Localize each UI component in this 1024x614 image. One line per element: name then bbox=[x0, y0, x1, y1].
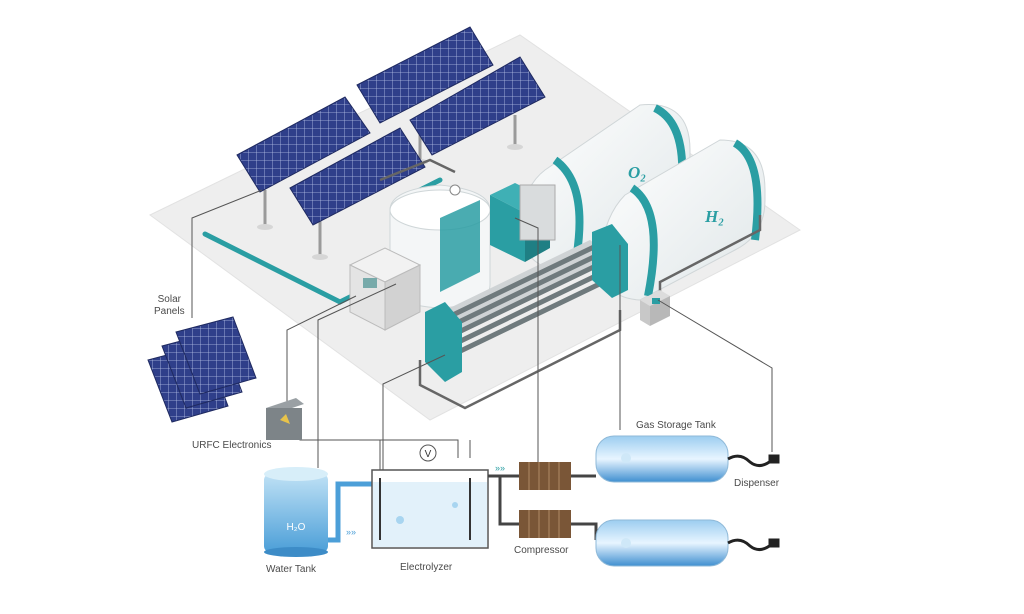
solar-panel bbox=[356, 26, 494, 124]
callout-lines bbox=[191, 189, 773, 480]
water-tank-formula: H₂O bbox=[287, 522, 306, 533]
compressor-top bbox=[519, 462, 571, 490]
label-urfc-electronics: URFC Electronics bbox=[192, 440, 272, 451]
voltmeter-symbol: V bbox=[425, 449, 432, 460]
h2-tank-label: H₂ bbox=[704, 207, 724, 226]
solar-panel bbox=[409, 56, 546, 156]
label-dispenser: Dispenser bbox=[734, 478, 780, 489]
solar-panel bbox=[236, 96, 371, 193]
compressor-bottom bbox=[519, 510, 571, 538]
gas-storage-tank-bottom bbox=[595, 519, 729, 567]
solar-panel bbox=[289, 127, 426, 226]
solar-array bbox=[236, 26, 546, 260]
voltmeter: V bbox=[419, 444, 437, 462]
dispenser-plug-top bbox=[727, 454, 780, 467]
water-pipe bbox=[328, 481, 372, 543]
label-water-tank: Water Tank bbox=[266, 564, 317, 575]
dispenser-plug-bottom bbox=[727, 538, 780, 551]
h2-tank: H₂ bbox=[599, 139, 766, 301]
svg-text:»»: »» bbox=[346, 527, 356, 537]
solar-panels-stack bbox=[147, 316, 257, 423]
label-solar-panels: Solar Panels bbox=[154, 294, 185, 317]
o2-tank-label: O₂ bbox=[628, 163, 646, 182]
water-tank: H₂O bbox=[264, 467, 328, 557]
platform-dispenser bbox=[640, 290, 670, 326]
fuel-cell-stack bbox=[425, 224, 628, 382]
label-gas-storage-tank: Gas Storage Tank bbox=[636, 420, 716, 431]
label-compressor: Compressor bbox=[514, 545, 569, 556]
urfc-electronics-box bbox=[266, 398, 304, 440]
electrolyzer-bath bbox=[371, 469, 489, 549]
label-electrolyzer: Electrolyzer bbox=[400, 562, 453, 573]
gas-storage-tank-top bbox=[595, 435, 729, 483]
svg-text:»»: »» bbox=[495, 463, 505, 473]
